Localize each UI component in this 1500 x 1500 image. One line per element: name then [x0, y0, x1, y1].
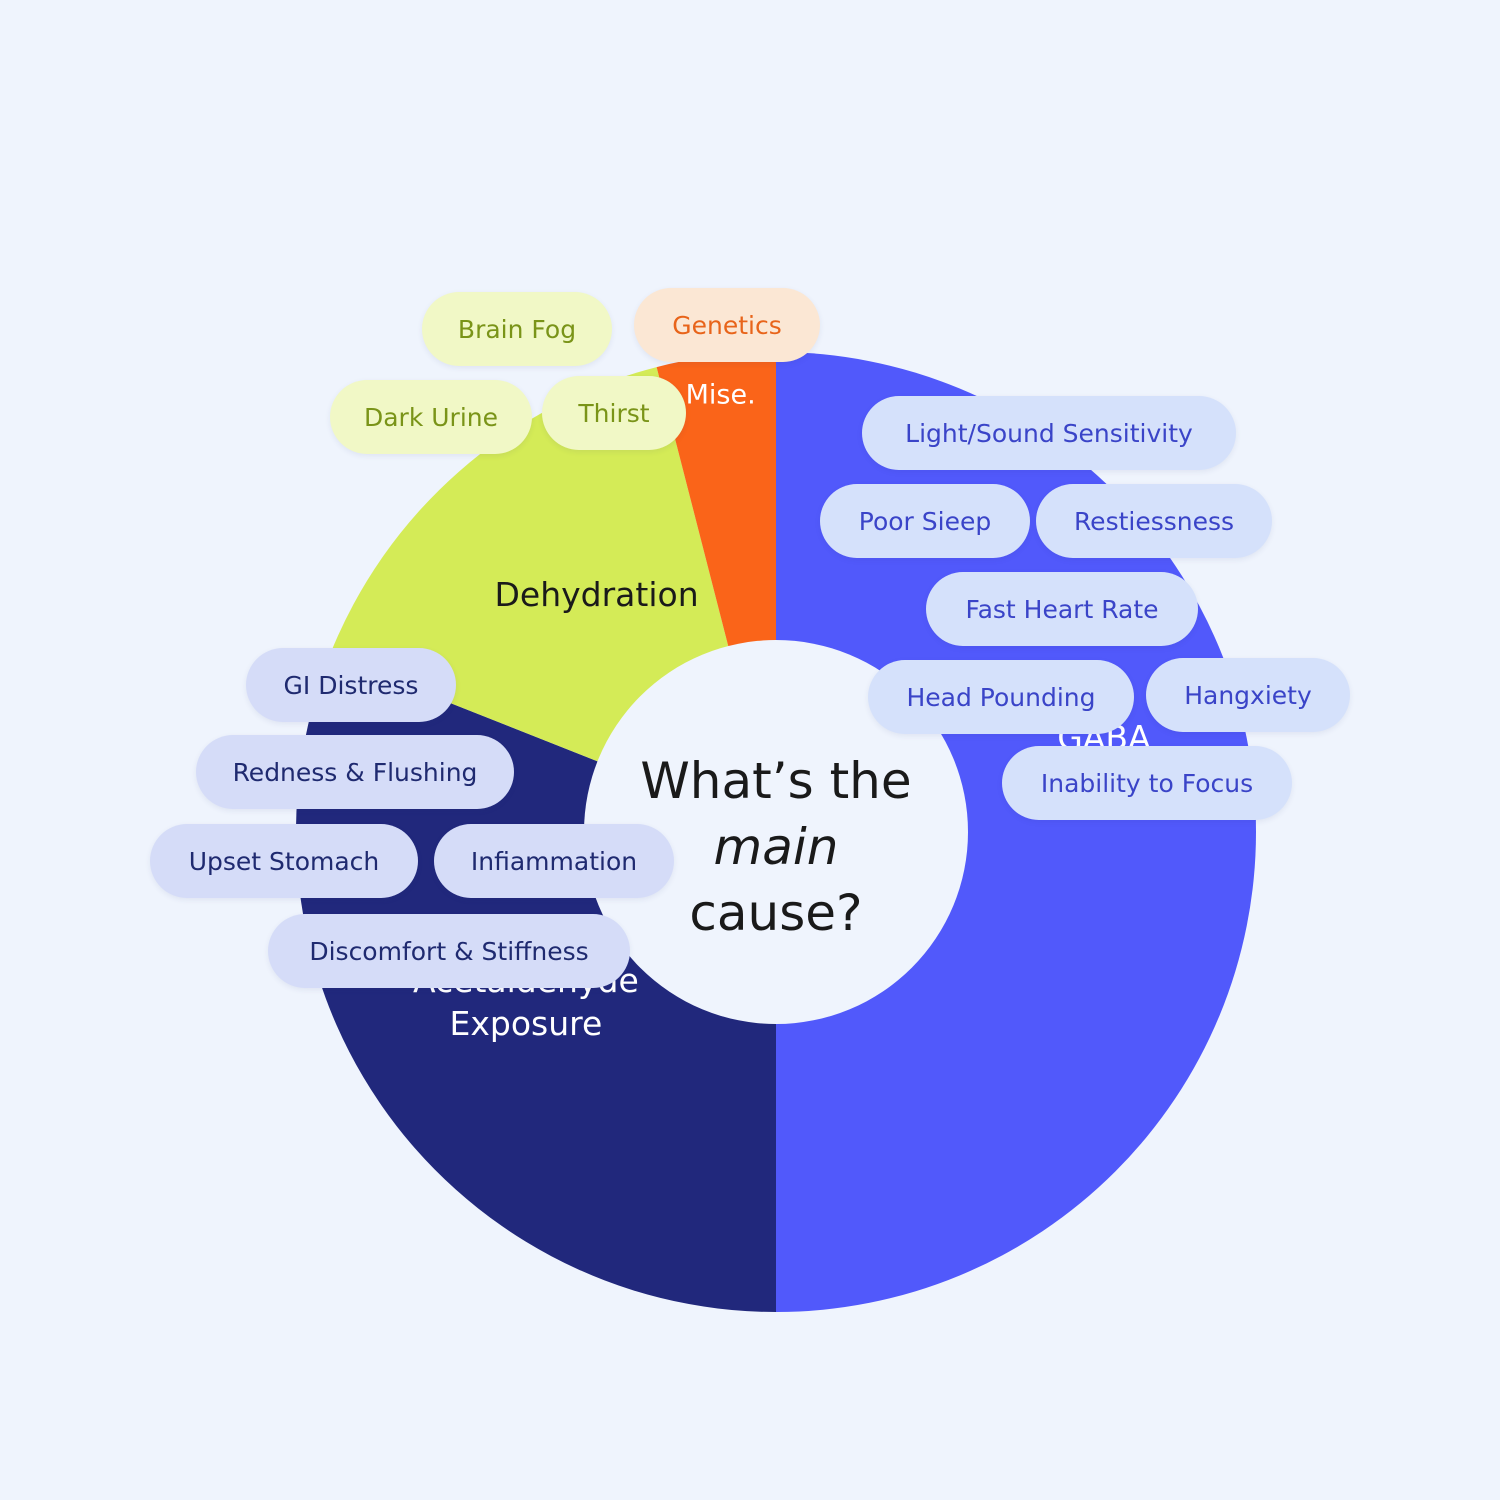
- slice-label: Mise.: [686, 379, 756, 410]
- tag-discomfort-stiffness: Discomfort & Stiffness: [268, 914, 630, 988]
- slice-label: Exposure: [450, 1004, 603, 1043]
- tag-poor-sleep: Poor Sieep: [820, 484, 1030, 558]
- tag-inflammation: Infiammation: [434, 824, 674, 898]
- tag-redness-flushing: Redness & Flushing: [196, 735, 514, 809]
- tag-inability-to-focus: Inability to Focus: [1002, 746, 1292, 820]
- tag-brain-fog: Brain Fog: [422, 292, 612, 366]
- tag-thirst: Thirst: [542, 376, 686, 450]
- center-text-line2: main: [714, 818, 839, 876]
- tag-hangxiety: Hangxiety: [1146, 658, 1350, 732]
- tag-restlessness: Restiessness: [1036, 484, 1272, 558]
- center-text-line3: cause?: [689, 884, 862, 942]
- tag-gi-distress: GI Distress: [246, 648, 456, 722]
- tag-genetics: Genetics: [634, 288, 820, 362]
- tag-dark-urine: Dark Urine: [330, 380, 532, 454]
- tag-head-pounding: Head Pounding: [868, 660, 1134, 734]
- tag-upset-stomach: Upset Stomach: [150, 824, 418, 898]
- center-text-line1: What’s the: [640, 752, 911, 810]
- donut-hole: [584, 640, 968, 1024]
- tag-light-sound-sensitivity: Light/Sound Sensitivity: [862, 396, 1236, 470]
- tag-fast-heart-rate: Fast Heart Rate: [926, 572, 1198, 646]
- slice-label: Dehydration: [495, 575, 699, 614]
